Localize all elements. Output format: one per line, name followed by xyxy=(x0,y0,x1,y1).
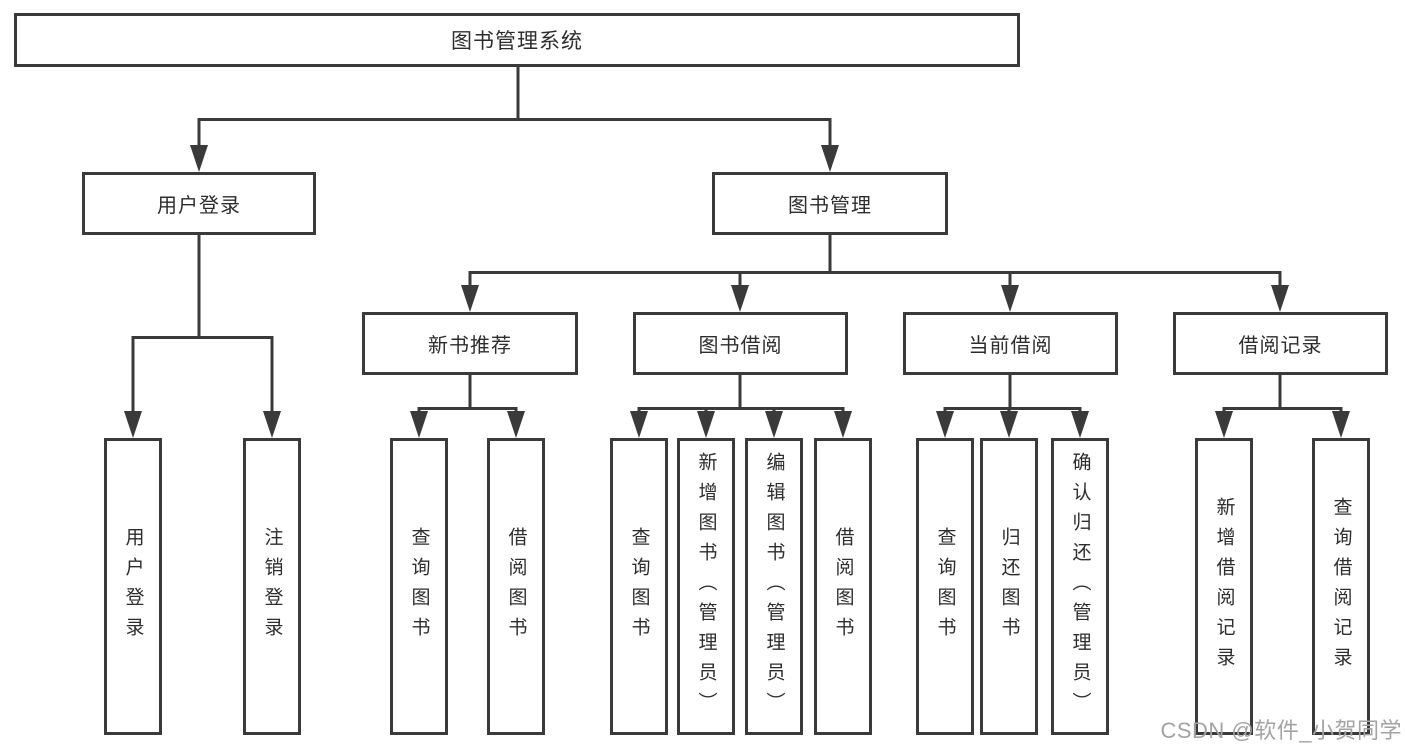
arrow-down-icon xyxy=(461,285,479,312)
leaf-current-confirm-return-admin: 确认归还（管理员） xyxy=(1051,438,1109,735)
connector-new-book-recommend-to-children xyxy=(410,375,525,438)
arrow-down-icon xyxy=(834,411,852,438)
node-label: 确认归还（管理员） xyxy=(1069,451,1091,722)
arrow-down-icon xyxy=(263,411,281,438)
node-label: 借阅图书 xyxy=(505,526,527,647)
node-label: 查询图书 xyxy=(408,526,430,647)
connector-user-login-to-children xyxy=(124,235,281,438)
node-book-management: 图书管理 xyxy=(712,172,948,235)
arrow-down-icon xyxy=(936,411,954,438)
leaf-borrowing-add-books-admin: 新增图书（管理员） xyxy=(677,438,735,735)
leaf-borrowing-edit-books-admin: 编辑图书（管理员） xyxy=(745,438,803,735)
leaf-record-query: 查询借阅记录 xyxy=(1312,438,1370,735)
arrow-down-icon xyxy=(821,145,839,172)
leaf-user-login: 用户登录 xyxy=(104,438,162,735)
arrow-down-icon xyxy=(1271,285,1289,312)
node-label: 借阅图书 xyxy=(832,526,854,647)
leaf-new-book-borrow-books: 借阅图书 xyxy=(487,438,545,735)
node-label: 新增借阅记录 xyxy=(1213,496,1235,677)
node-label: 用户登录 xyxy=(122,526,144,647)
node-book-management-system: 图书管理系统 xyxy=(14,13,1020,67)
arrow-down-icon xyxy=(507,411,525,438)
arrow-down-icon xyxy=(1332,411,1350,438)
node-label: 图书管理系统 xyxy=(451,30,583,53)
node-label: 注销登录 xyxy=(261,526,283,647)
node-current-borrowing: 当前借阅 xyxy=(903,312,1118,375)
connector-book-borrowing-to-children xyxy=(630,375,852,438)
node-label: 借阅记录 xyxy=(1238,335,1323,357)
node-label: 当前借阅 xyxy=(968,335,1053,357)
node-user-login: 用户登录 xyxy=(82,172,316,235)
node-label: 新书推荐 xyxy=(428,335,512,357)
arrow-down-icon xyxy=(124,411,142,438)
arrow-down-icon xyxy=(1000,411,1018,438)
arrow-down-icon xyxy=(1071,411,1089,438)
node-book-borrowing: 图书借阅 xyxy=(633,312,848,375)
node-label: 用户登录 xyxy=(157,195,241,217)
connector-book-management-to-children xyxy=(461,235,1289,312)
arrow-down-icon xyxy=(1001,285,1019,312)
leaf-borrowing-borrow-books: 借阅图书 xyxy=(814,438,872,735)
connector-root-to-children xyxy=(190,67,839,172)
node-new-book-recommend: 新书推荐 xyxy=(362,312,578,375)
arrow-down-icon xyxy=(410,411,428,438)
leaf-borrowing-query-books: 查询图书 xyxy=(610,438,668,735)
node-label: 编辑图书（管理员） xyxy=(763,451,785,722)
connector-borrowing-records-to-children xyxy=(1215,375,1350,438)
leaf-record-add: 新增借阅记录 xyxy=(1195,438,1253,735)
node-label: 图书借阅 xyxy=(698,335,783,357)
leaf-new-book-query-books: 查询图书 xyxy=(390,438,448,735)
leaf-current-query-books: 查询图书 xyxy=(916,438,974,735)
arrow-down-icon xyxy=(697,411,715,438)
leaf-current-return-books: 归还图书 xyxy=(980,438,1038,735)
node-label: 图书管理 xyxy=(788,195,872,217)
node-label: 归还图书 xyxy=(998,526,1020,647)
arrow-down-icon xyxy=(765,411,783,438)
arrow-down-icon xyxy=(731,285,749,312)
arrow-down-icon xyxy=(190,145,208,172)
connector-current-borrowing-to-children xyxy=(936,375,1089,438)
node-borrowing-records: 借阅记录 xyxy=(1173,312,1388,375)
node-label: 查询借阅记录 xyxy=(1330,496,1352,677)
node-label: 新增图书（管理员） xyxy=(695,451,717,722)
arrow-down-icon xyxy=(1215,411,1233,438)
watermark: CSDN @软件_小贺同学 xyxy=(1160,718,1402,743)
node-label: 查询图书 xyxy=(628,526,650,647)
arrow-down-icon xyxy=(630,411,648,438)
node-label: 查询图书 xyxy=(934,526,956,647)
leaf-logout: 注销登录 xyxy=(243,438,301,735)
